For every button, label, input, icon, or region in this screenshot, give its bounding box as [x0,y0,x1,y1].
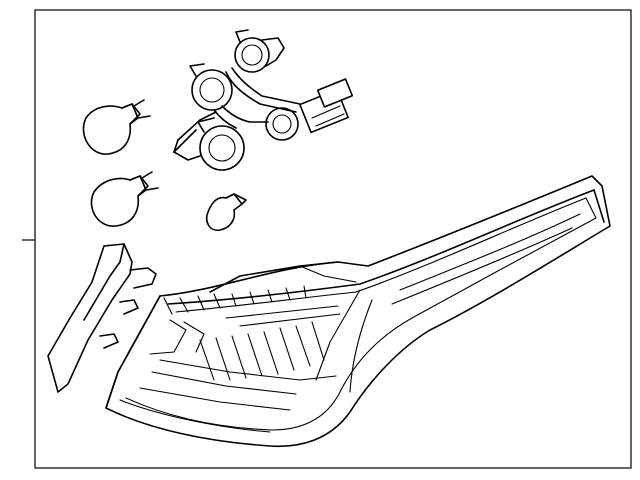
diagram-frame [22,9,632,469]
bulb-small [205,193,247,232]
tail-lamp-assembly [105,175,611,448]
mounting-bracket [47,243,157,393]
bulb-large-upper [82,99,151,155]
bulb-large-lower [90,171,159,227]
bulb-socket-harness [173,29,354,171]
